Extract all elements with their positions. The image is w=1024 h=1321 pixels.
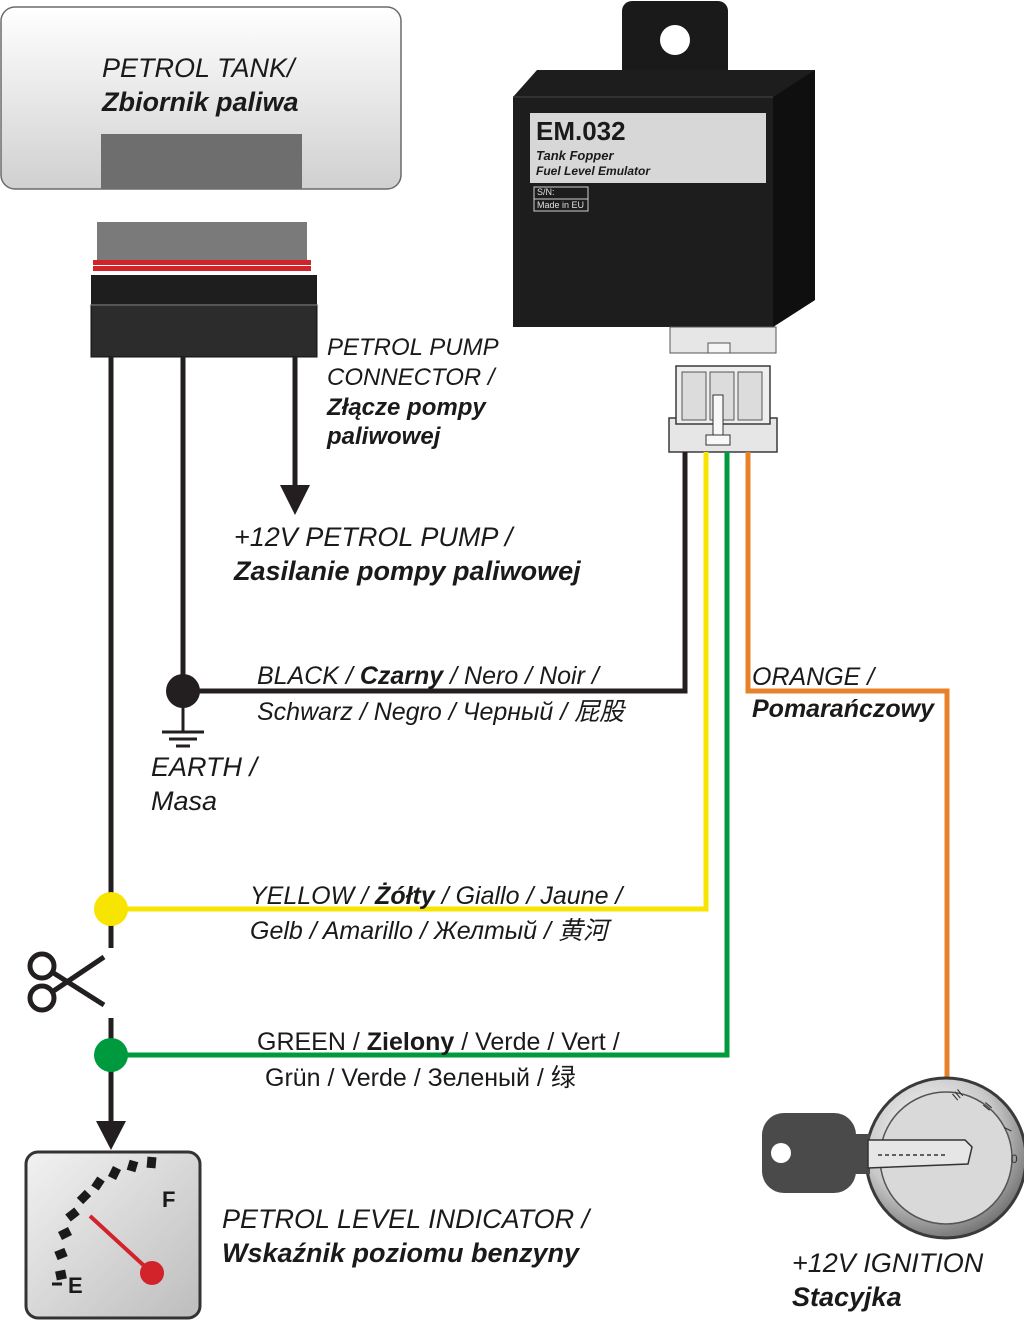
earth-junction — [166, 674, 200, 708]
earth-label-pl: Masa — [151, 786, 218, 816]
device-made-in: Made in EU — [537, 200, 585, 210]
device-name: Tank Fopper — [536, 148, 614, 163]
tank-label-pl: Zbiornik paliwa — [102, 87, 299, 117]
pump-connector-label-4: paliwowej — [327, 423, 441, 450]
device-plug — [668, 365, 778, 453]
device-subtitle: Fuel Level Emulator — [536, 164, 651, 178]
green-bold: Zielony — [366, 1028, 455, 1056]
green-wire — [111, 452, 730, 1058]
black-pre: BLACK / — [257, 662, 360, 690]
pump-power-label-en: +12V PETROL PUMP / — [234, 522, 513, 552]
indicator-label-pl: Wskaźnik poziomu benzyny — [222, 1238, 580, 1268]
ignition-label-pl: Stacyjka — [792, 1282, 902, 1312]
indicator-label-en: PETROL LEVEL INDICATOR / — [222, 1204, 590, 1234]
emulator-device — [513, 1, 815, 354]
ignition-pos0: 0 — [1011, 1152, 1018, 1166]
ignition-pos1: I — [1001, 1125, 1015, 1134]
tank-label-en: PETROL TANK/ — [102, 53, 295, 83]
ignition-label-en: +12V IGNITION — [792, 1248, 984, 1278]
arrow-to-indicator — [96, 1121, 126, 1150]
scissors-icon — [27, 951, 106, 1013]
pump-connector-label-2: CONNECTOR / — [327, 364, 495, 391]
yellow-wire — [111, 452, 709, 912]
black-wire-label-2: Schwarz / Negro / Черный / 屁股 — [257, 698, 625, 726]
yellow-wire-label-2: Gelb / Amarillo / Желтый / 黄河 — [250, 917, 608, 945]
yellow-wire-label-1: YELLOW / Żółty / Giallo / Jaune / — [250, 881, 622, 911]
yellow-post: / Giallo / Jaune / — [434, 882, 623, 910]
orange-wire-label-en: ORANGE / — [752, 663, 875, 691]
pump-power-label-pl: Zasilanie pompy paliwowej — [234, 556, 581, 586]
green-junction — [94, 1038, 128, 1072]
gauge-empty-label: E — [68, 1273, 83, 1298]
black-post: / Nero / Noir / — [443, 662, 599, 690]
orange-wire-label-pl: Pomarańczowy — [752, 695, 935, 723]
petrol-pump-connector — [90, 222, 318, 358]
yellow-pre: YELLOW / — [250, 882, 376, 910]
green-wire-label-2: Grün / Verde / Зеленый / 绿 — [265, 1064, 576, 1092]
yellow-bold: Żółty — [375, 882, 435, 910]
green-pre: GREEN / — [257, 1028, 367, 1056]
device-model: EM.032 — [536, 116, 626, 146]
pump-connector-label-1: PETROL PUMP — [327, 334, 499, 361]
ground-icon — [162, 690, 204, 748]
black-wire — [183, 452, 688, 694]
orange-wire — [745, 452, 950, 1083]
device-serial: S/N: — [537, 187, 555, 197]
ignition-switch — [762, 1076, 1024, 1240]
earth-label-en: EARTH / — [151, 752, 258, 782]
black-wire-label-1: BLACK / Czarny / Nero / Noir / — [257, 661, 599, 691]
gauge-full-label: F — [162, 1187, 175, 1212]
yellow-junction — [94, 892, 128, 926]
green-post: / Verde / Vert / — [454, 1028, 620, 1056]
arrow-pump-power — [280, 485, 310, 515]
petrol-level-gauge — [24, 1150, 202, 1320]
green-wire-label-1: GREEN / Zielony / Verde / Vert / — [257, 1027, 620, 1057]
black-bold: Czarny — [359, 662, 444, 690]
pump-connector-label-3: Złącze pompy — [327, 394, 486, 421]
petrol-tank — [0, 6, 402, 190]
